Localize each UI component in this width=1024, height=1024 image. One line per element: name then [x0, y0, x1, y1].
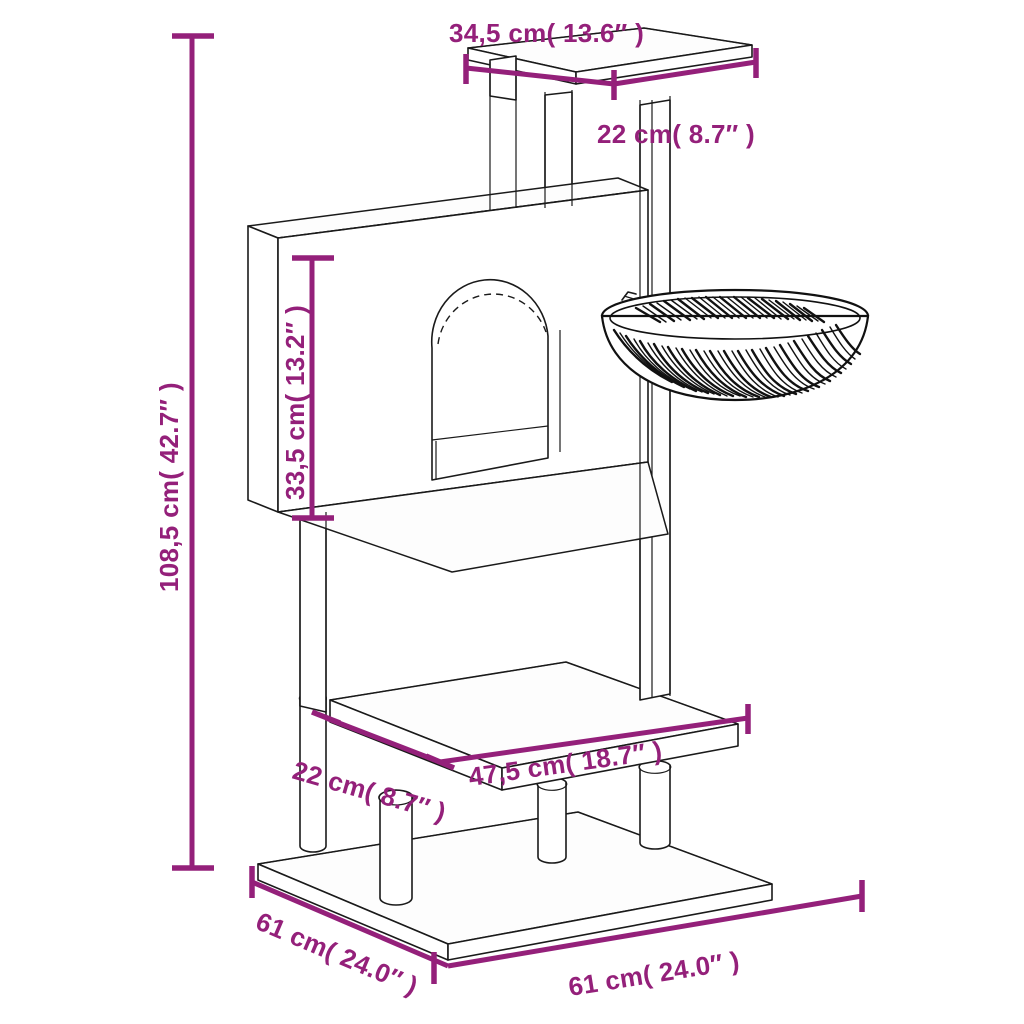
dimension-mid-shelf-width — [439, 704, 751, 765]
bowl-interior-hatching — [634, 295, 826, 324]
dimension-base-width — [447, 880, 865, 969]
hanging-bowl-bed — [600, 288, 870, 402]
dimension-top-platform-width — [463, 54, 617, 100]
cat-house-box — [247, 177, 649, 513]
dimension-top-platform-depth — [613, 48, 759, 87]
cat-tree-line-art — [247, 27, 870, 961]
label-base-width: 61 cm( 24.0″ ) — [566, 945, 741, 1002]
dimension-base-depth — [249, 866, 449, 984]
house-platform — [277, 461, 669, 573]
label-house-height: 33,5 cm( 13.2″ ) — [280, 305, 310, 500]
dimension-house-height — [292, 255, 334, 521]
middle-shelf — [329, 661, 739, 791]
label-top-platform-depth: 22 cm( 8.7″ ) — [597, 119, 755, 149]
bowl-exterior-hatching — [612, 323, 862, 399]
label-total-height: 108,5 cm( 42.7″ ) — [154, 382, 184, 592]
label-top-platform-width: 34,5 cm( 13.6″ ) — [449, 18, 644, 48]
arched-entrance — [430, 278, 549, 481]
dimension-total-height — [172, 33, 214, 871]
